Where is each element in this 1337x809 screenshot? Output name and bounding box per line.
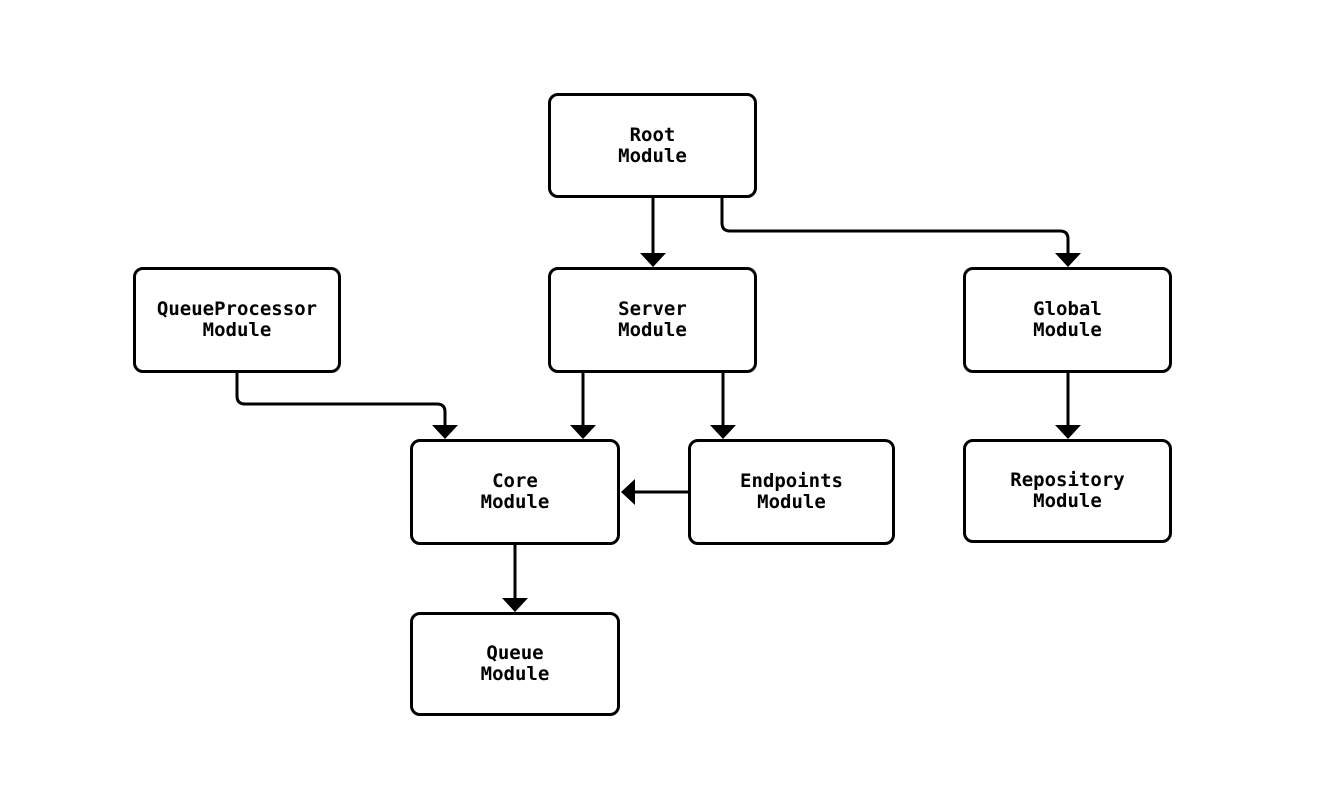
- node-label: QueueProcessor Module: [156, 298, 318, 341]
- arrowhead-icon: [570, 425, 596, 439]
- arrowhead-icon: [1055, 253, 1081, 267]
- edge-root-to-server: [640, 198, 666, 267]
- node-server-module: Server Module: [548, 267, 757, 373]
- node-endpoints-module: Endpoints Module: [688, 439, 895, 545]
- node-label: Root Module: [618, 123, 687, 167]
- edge-server-to-endpoints: [710, 373, 736, 439]
- edge-global-to-repository: [1055, 373, 1081, 439]
- node-global-module: Global Module: [963, 267, 1172, 373]
- node-label: Endpoints Module: [740, 470, 843, 513]
- node-queue-processor-module: QueueProcessor Module: [133, 267, 341, 373]
- arrowhead-icon: [502, 598, 528, 612]
- edge-server-to-core: [570, 373, 596, 439]
- node-label: Global Module: [1033, 298, 1102, 341]
- node-label: Core Module: [480, 470, 550, 513]
- node-label: Queue Module: [480, 642, 550, 685]
- node-root-module: Root Module: [548, 93, 757, 198]
- node-queue-module: Queue Module: [410, 612, 620, 716]
- node-label: Repository Module: [1010, 469, 1125, 512]
- arrowhead-icon: [640, 253, 666, 267]
- arrowhead-icon: [1055, 425, 1081, 439]
- node-core-module: Core Module: [410, 439, 620, 545]
- edge-root-to-global: [720, 198, 1081, 267]
- edge-line: [720, 198, 1070, 254]
- node-repository-module: Repository Module: [963, 439, 1172, 543]
- arrowhead-icon: [710, 425, 736, 439]
- arrowhead-icon: [432, 425, 458, 439]
- edge-queue-processor-to-core: [235, 373, 458, 439]
- edge-endpoints-to-core: [621, 479, 688, 505]
- arrowhead-icon: [621, 479, 635, 505]
- edge-core-to-queue: [502, 545, 528, 612]
- node-label: Server Module: [618, 298, 687, 341]
- edge-line: [235, 373, 447, 426]
